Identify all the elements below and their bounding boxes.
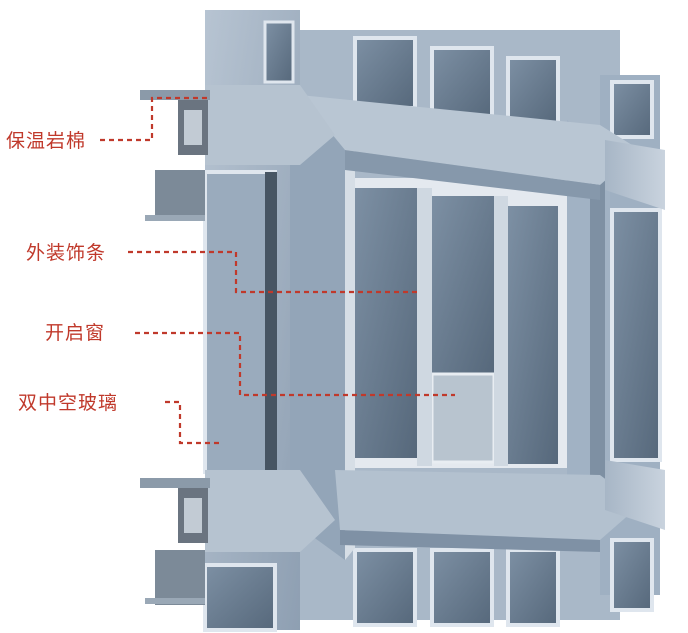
label-exterior-trim: 外装饰条 — [26, 242, 107, 264]
operable-window-sash — [430, 372, 496, 464]
mullion — [494, 196, 508, 466]
insulation-block-core — [184, 498, 202, 533]
bracket-profile — [155, 170, 205, 220]
bottom-window-row — [203, 538, 654, 632]
bracket-plate — [145, 215, 205, 221]
right-glazing-panel — [610, 208, 662, 462]
vertical-trim-left-face — [345, 110, 355, 560]
vertical-trim-left — [290, 110, 345, 560]
leader-lines — [100, 96, 455, 445]
mullion — [417, 188, 432, 466]
bracket-plate — [145, 598, 205, 604]
glazing-frame — [265, 172, 277, 472]
window-pane — [355, 188, 417, 458]
window-pane — [430, 46, 494, 120]
window-pane — [610, 538, 654, 612]
bracket-profile — [155, 550, 205, 605]
leader-operable-window — [135, 331, 455, 397]
window-pane — [506, 548, 560, 627]
right-trim-bottom — [605, 460, 665, 530]
left-trim-top — [205, 85, 335, 165]
leader-trim — [128, 250, 420, 294]
window-pane — [508, 206, 558, 464]
vertical-trim-right-face — [590, 125, 605, 525]
left-trim-bottom — [205, 470, 335, 552]
window-pane — [432, 196, 494, 374]
right-trim-top — [605, 140, 665, 210]
horizontal-trim-top-face — [345, 150, 600, 200]
window-pane — [263, 20, 295, 84]
insulation-block-core — [184, 110, 202, 145]
bracket-plate — [140, 90, 210, 100]
label-double-glazing: 双中空玻璃 — [18, 392, 119, 414]
window-pane — [610, 80, 654, 139]
central-window — [345, 178, 567, 468]
window-pane — [506, 56, 560, 125]
horizontal-trim-bottom-face — [340, 530, 600, 552]
leader-double-glazing — [165, 400, 220, 445]
window-pane — [353, 36, 417, 110]
leader-insulation — [100, 96, 210, 142]
horizontal-trim-top — [300, 95, 640, 185]
bracket-plate — [140, 478, 210, 488]
exterior-trim-group — [205, 85, 665, 560]
horizontal-trim-bottom — [335, 470, 640, 540]
window-pane — [203, 563, 277, 632]
window-pane — [430, 548, 494, 627]
label-operable-window: 开启窗 — [45, 322, 106, 344]
double-glazing-panel — [203, 170, 277, 474]
window-pane — [353, 548, 417, 627]
insulation-profile-group — [140, 90, 210, 605]
label-insulation: 保温岩棉 — [6, 130, 87, 152]
